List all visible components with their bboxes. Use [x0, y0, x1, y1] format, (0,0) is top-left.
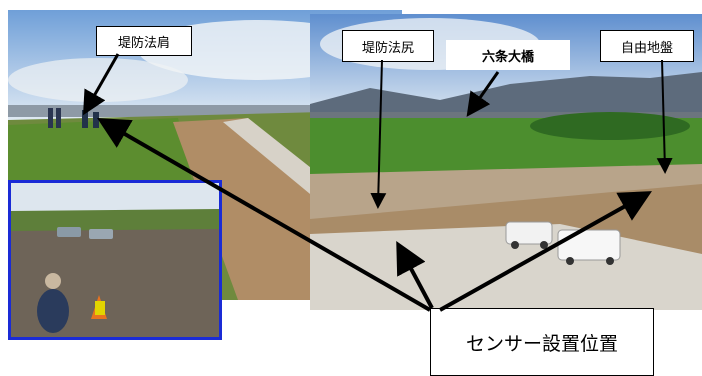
label-levee-shoulder: 堤防法肩 [96, 26, 192, 56]
label-levee-toe: 堤防法尻 [342, 30, 434, 62]
photo-inset-sensor-install [8, 180, 222, 340]
label-bridge: 六条大橋 [446, 40, 570, 70]
sensor-position-box: センサー設置位置 [430, 308, 654, 376]
label-natural-ground: 自由地盤 [600, 30, 694, 62]
